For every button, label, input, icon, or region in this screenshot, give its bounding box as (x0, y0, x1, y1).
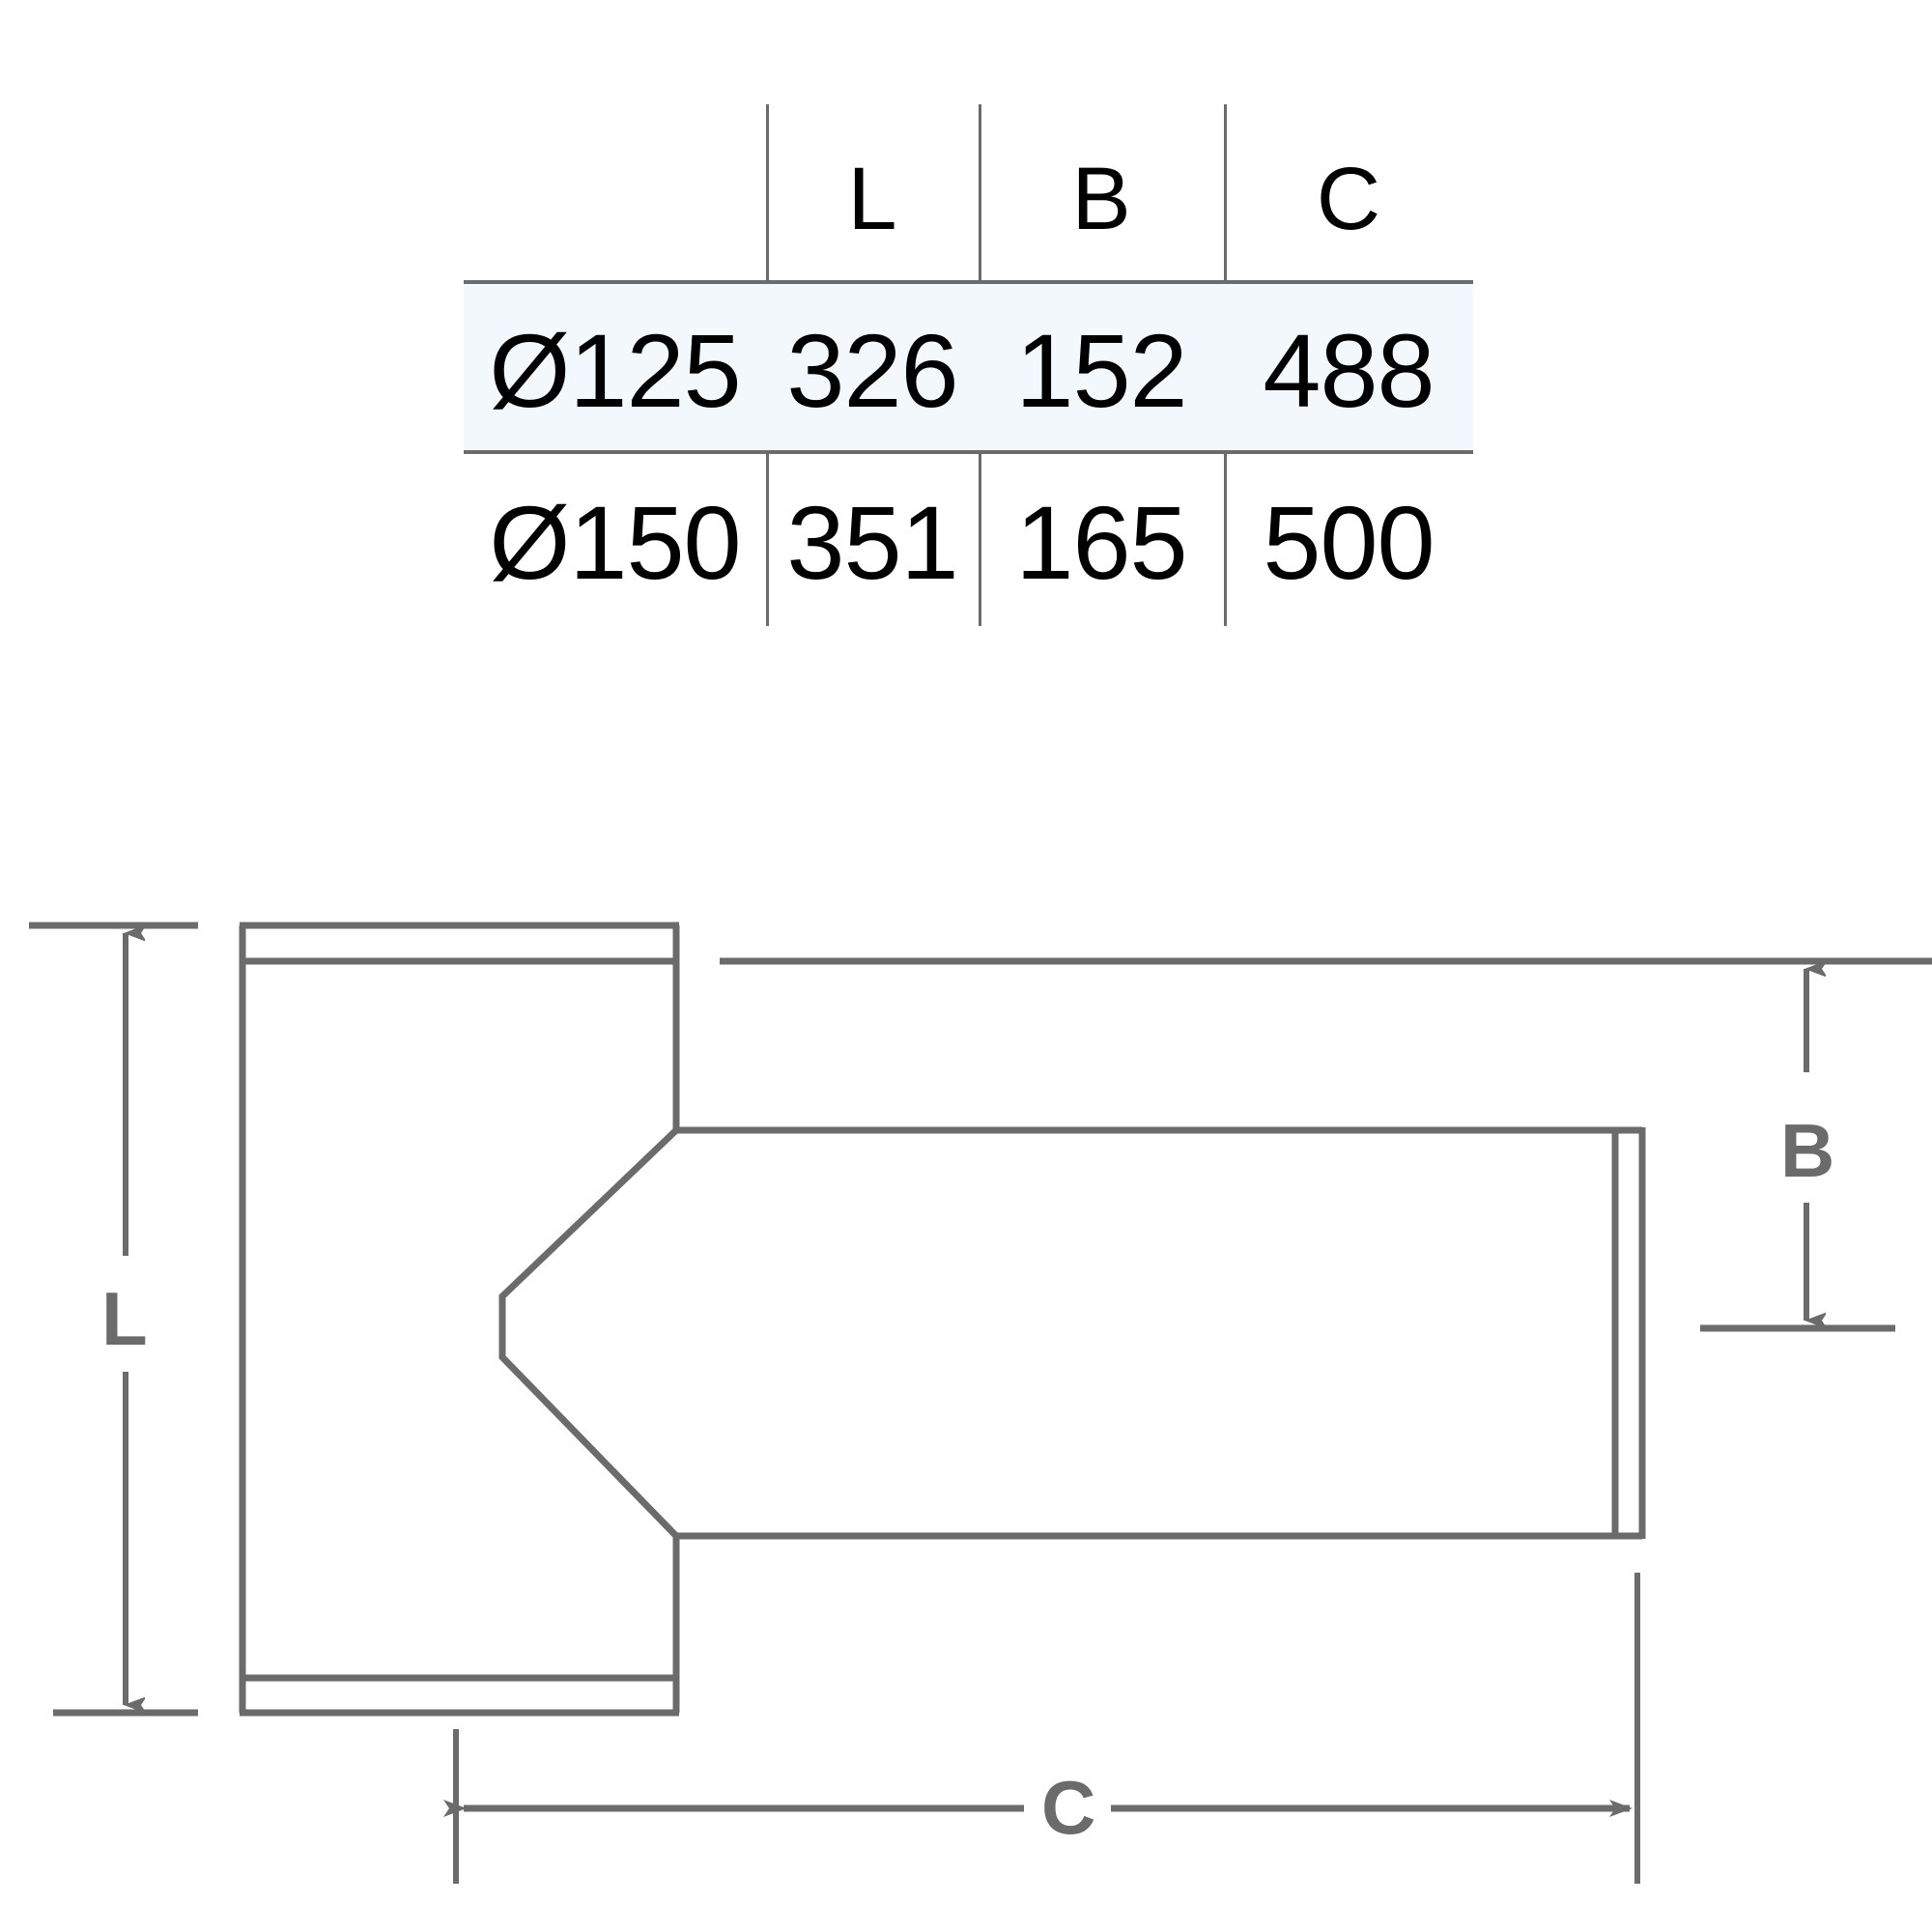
branch-saddle-profile (498, 1127, 679, 1539)
table-row-highlight (464, 282, 1473, 452)
table-rule-top (464, 280, 1473, 284)
dim-label-C: C (1041, 1765, 1096, 1850)
table-cell-B: 152 (1015, 312, 1187, 429)
table-cell-diameter: Ø150 (489, 484, 741, 601)
table-cell-diameter: Ø125 (489, 312, 741, 429)
table-cell-B: 165 (1015, 484, 1187, 601)
table-cell-C: 488 (1263, 312, 1435, 429)
dimension-table: L B C Ø125 326 152 488 Ø150 351 165 500 (0, 0, 1932, 676)
dim-label-B: B (1780, 1108, 1835, 1193)
table-header-C: C (1316, 150, 1381, 248)
table-cell-L: 351 (786, 484, 958, 601)
table-header-L: L (847, 150, 897, 248)
table-cell-L: 326 (786, 312, 958, 429)
table-cell-C: 500 (1263, 484, 1435, 601)
table-rule-bottom (464, 450, 1473, 454)
dim-label-L: L (101, 1276, 148, 1361)
table-header-B: B (1071, 150, 1131, 248)
